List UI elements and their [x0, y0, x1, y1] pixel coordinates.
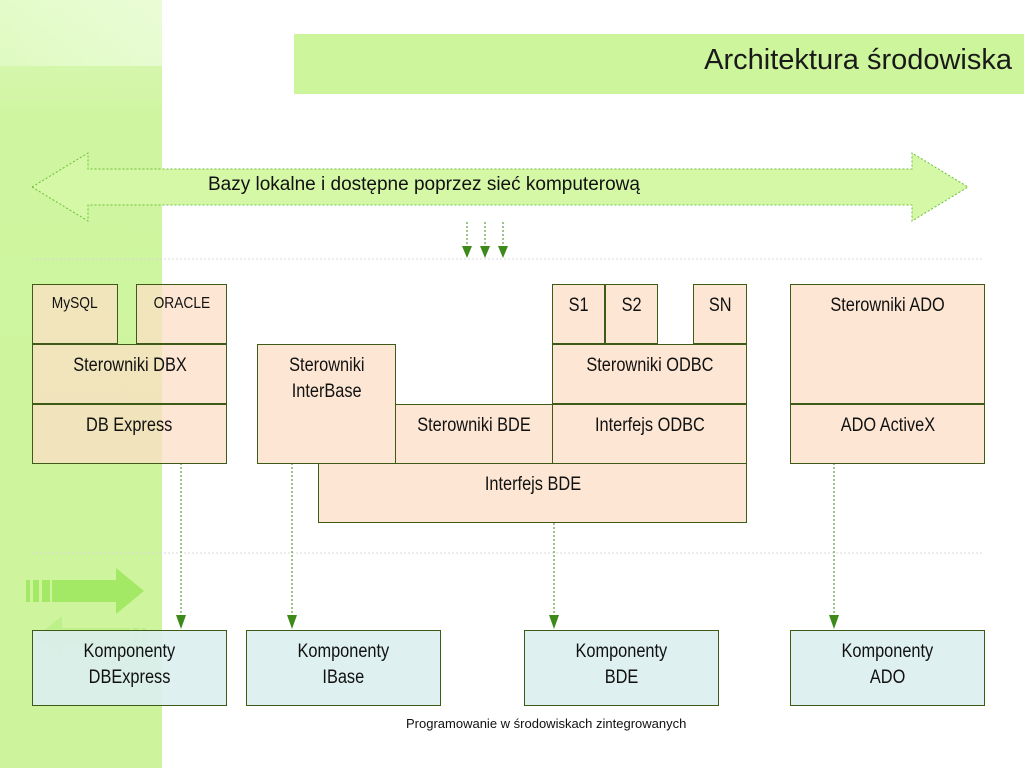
ado-activex-box: ADO ActiveX — [790, 404, 985, 464]
sterowniki-bde-box: Sterowniki BDE — [395, 404, 553, 464]
page-title: Architektura środowiska — [704, 44, 1012, 76]
left-band-highlight — [0, 0, 162, 66]
network-down-arrows — [466, 222, 504, 248]
mysql-box: MySQL — [32, 284, 118, 344]
footer-text: Programowanie w środowiskach zintegrowan… — [406, 716, 687, 731]
sterowniki-ado-box: Sterowniki ADO — [790, 284, 985, 404]
oracle-box: ORACLE — [136, 284, 227, 344]
title-bar — [294, 34, 1024, 94]
sterowniki-odbc-box: Sterowniki ODBC — [552, 344, 747, 404]
interfejs-odbc-box: Interfejs ODBC — [552, 404, 747, 464]
interfejs-bde-box: Interfejs BDE — [318, 463, 747, 523]
db-express-box: DB Express — [32, 404, 227, 464]
s2-box: S2 — [605, 284, 658, 344]
s1-box: S1 — [552, 284, 605, 344]
network-databases-label: Bazy lokalne i dostępne poprzez sieć kom… — [208, 174, 640, 195]
double-arrow-shape — [31, 152, 969, 222]
sn-box: SN — [693, 284, 747, 344]
sterowniki-dbx-box: Sterowniki DBX — [32, 344, 227, 404]
